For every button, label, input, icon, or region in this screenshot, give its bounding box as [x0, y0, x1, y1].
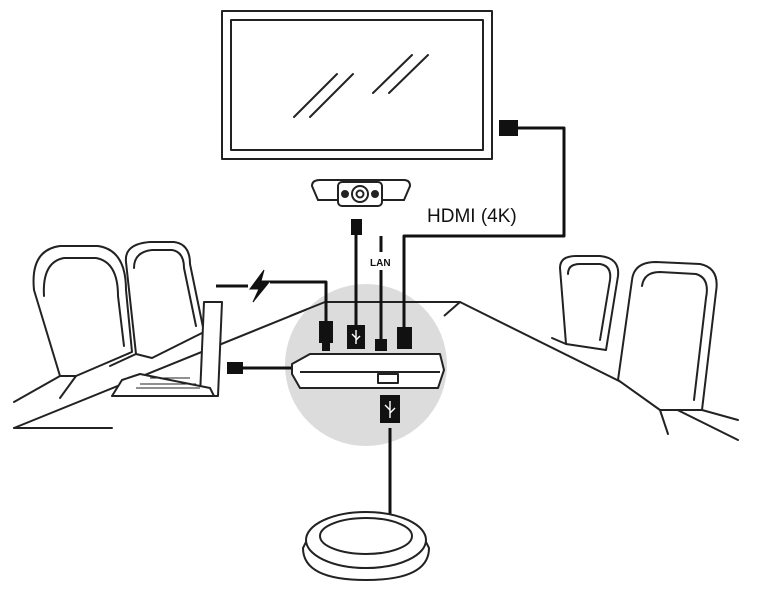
- camera: [310, 179, 412, 207]
- hub-usb-port: [377, 373, 399, 384]
- lightning-bolt-icon: [249, 269, 272, 303]
- camera-usb-plug: [351, 219, 362, 235]
- meeting-room-hub: [291, 353, 445, 389]
- cables: [216, 126, 566, 520]
- usb-trident-icon: [351, 330, 361, 344]
- hdmi-plug-hub: [397, 327, 412, 349]
- hdmi-label: HDMI (4K): [427, 206, 517, 227]
- chair-left-back: [13, 245, 133, 403]
- chair-left-front: [109, 241, 205, 367]
- hdmi-plug-tv: [499, 120, 518, 136]
- laptop-usbc-plug: [227, 362, 243, 374]
- tv-display: [221, 10, 493, 160]
- chair-right-back: [551, 255, 620, 351]
- lan-label: LAN: [370, 258, 391, 269]
- laptop: [111, 301, 223, 397]
- lan-plug: [375, 339, 387, 351]
- power-plug: [319, 321, 333, 343]
- table-edge-overlay: [289, 301, 461, 317]
- chair-right-front: [617, 261, 739, 435]
- speakerphone: [301, 511, 431, 582]
- usb-trident-icon: [384, 401, 396, 418]
